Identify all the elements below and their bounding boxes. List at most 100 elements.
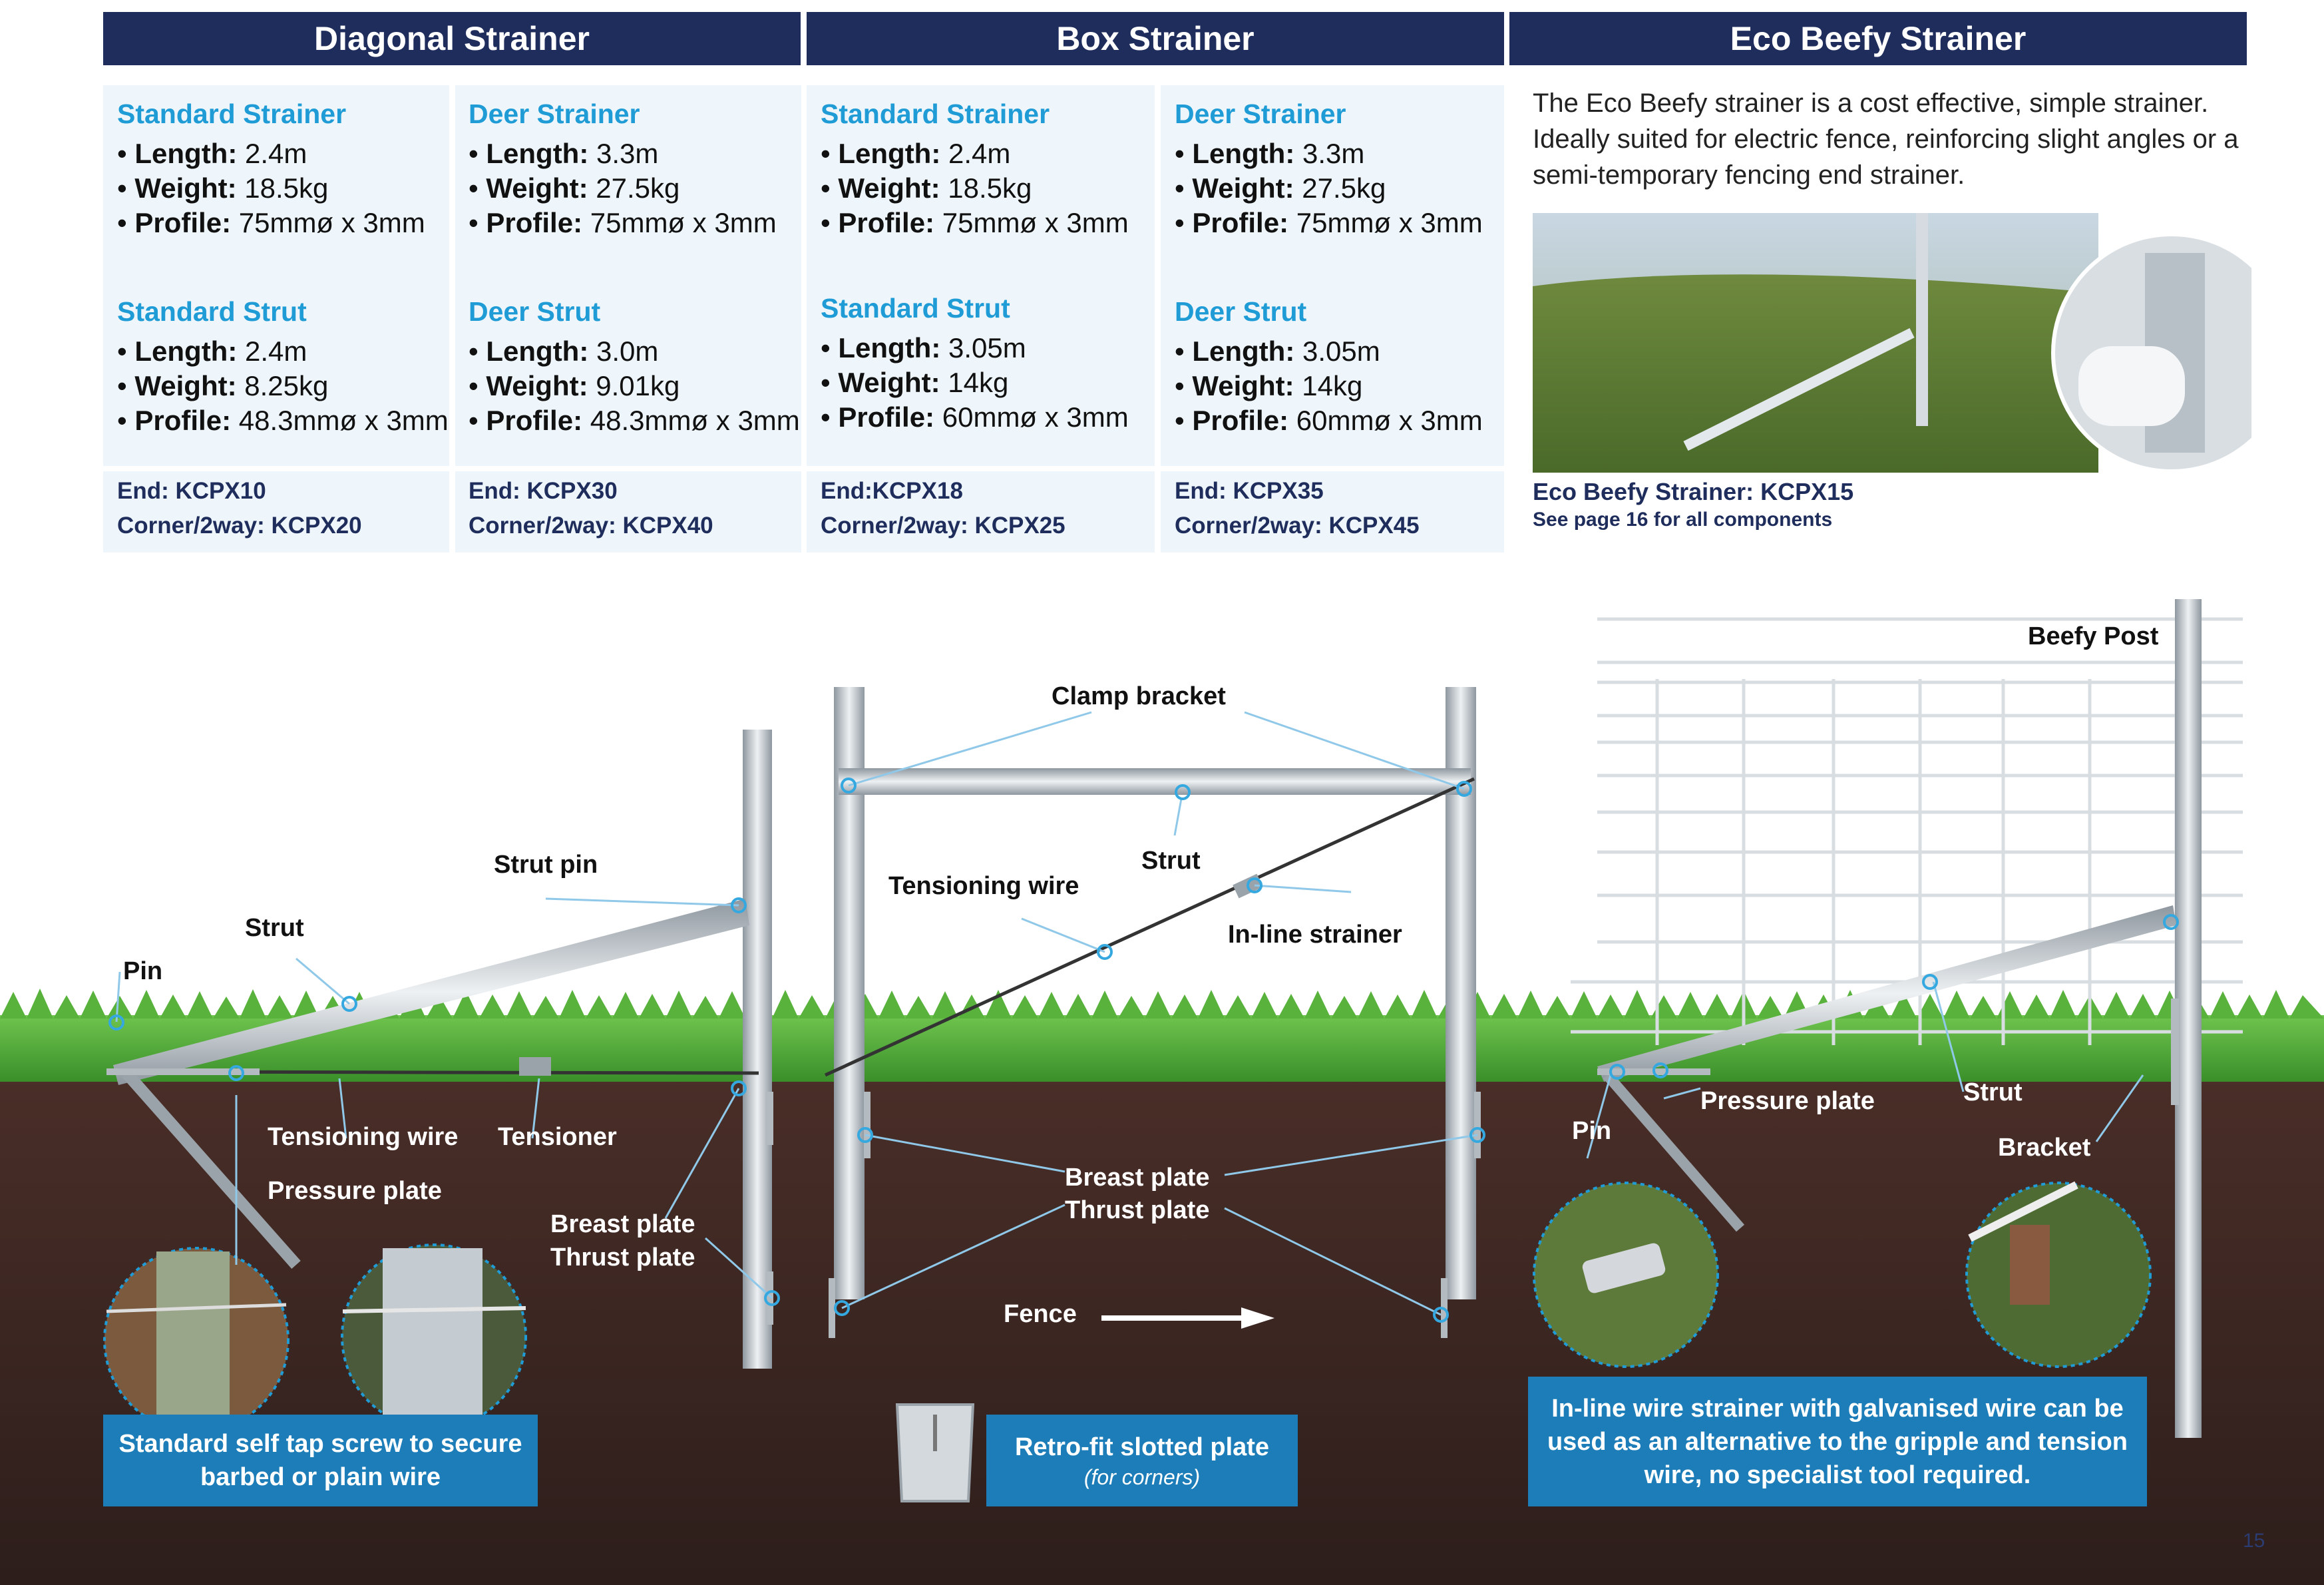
label-inline-strainer: In-line strainer — [1228, 921, 1402, 949]
diag-deer-strainer-spec: Deer Strainer Length: 3.3m Weight: 27.5k… — [469, 97, 777, 240]
spec-weight: Weight: 18.5kg — [821, 171, 1129, 206]
spec-weight: Weight: 18.5kg — [117, 171, 425, 206]
beefy-post — [2175, 599, 2202, 1438]
spec-weight: Weight: 14kg — [821, 365, 1129, 400]
label-clamp-bracket: Clamp bracket — [1052, 682, 1226, 710]
code-end: End: KCPX35 — [1175, 478, 1324, 504]
spec-title: Standard Strut — [821, 293, 1010, 324]
spec-title: Deer Strut — [1175, 296, 1307, 327]
diag-standard-strainer-spec: Standard Strainer Length: 2.4m Weight: 1… — [117, 97, 425, 240]
banner-retrofit-plate: Retro-fit slotted plate (for corners) — [986, 1415, 1298, 1506]
panel-diagonal-deer-codes — [455, 471, 801, 553]
inset-self-tap-screw-2 — [341, 1244, 527, 1430]
banner-inline-text: In-line wire strainer with galvanised wi… — [1547, 1394, 2128, 1489]
diag-pressure-plate — [106, 1068, 260, 1075]
code-end: End:KCPX18 — [821, 478, 963, 504]
fence-arrow-head — [1241, 1307, 1274, 1329]
header-box-strainer: Box Strainer — [807, 12, 1504, 65]
label-breast-plate: Breast plate — [550, 1210, 695, 1238]
label-tensioning-wire: Tensioning wire — [268, 1123, 459, 1151]
inset-inline-strainer-1 — [1533, 1182, 1719, 1368]
banner-retrofit-sub: (for corners) — [1083, 1465, 1201, 1489]
spec-length: Length: 2.4m — [117, 136, 425, 171]
eco-codes: Eco Beefy Strainer: KCPX15 See page 16 f… — [1533, 477, 1853, 533]
spec-length: Length: 3.3m — [1175, 136, 1483, 171]
eco-strut — [1597, 905, 2176, 1082]
diag-thrust-plate — [765, 1271, 773, 1325]
spec-length: Length: 3.3m — [469, 136, 777, 171]
wire-fence-grid — [1571, 617, 2243, 1045]
spec-weight: Weight: 27.5kg — [469, 171, 777, 206]
spec-profile: Profile: 75mmø x 3mm — [1175, 206, 1482, 240]
spec-profile: Profile: 48.3mmø x 3mm — [469, 403, 799, 438]
spec-title: Standard Strainer — [821, 99, 1050, 129]
label-fence: Fence — [1004, 1300, 1077, 1328]
grass — [0, 1015, 2324, 1082]
spec-weight: Weight: 8.25kg — [117, 369, 449, 403]
header-diagonal-strainer: Diagonal Strainer — [103, 12, 801, 65]
label-tensioner: Tensioner — [498, 1123, 617, 1151]
label-eco-pin: Pin — [1572, 1117, 1612, 1145]
leader-points — [108, 778, 2179, 1323]
code-corner: Corner/2way: KCPX25 — [821, 513, 1065, 539]
eco-beefy-photo — [1533, 213, 2251, 473]
label-box-breast-plate: Breast plate — [1065, 1164, 1210, 1192]
box-standard-strainer-spec: Standard Strainer Length: 2.4m Weight: 1… — [821, 97, 1129, 240]
spec-title: Standard Strainer — [117, 99, 347, 129]
box-right-breast-plate — [1474, 1092, 1481, 1158]
leader-lines — [115, 711, 2144, 1316]
spec-profile: Profile: 48.3mmø x 3mm — [117, 403, 448, 438]
box-left-thrust-plate — [829, 1278, 835, 1338]
panel-box-standard-codes — [807, 471, 1155, 553]
diag-tensioner — [519, 1057, 551, 1076]
code-corner: Corner/2way: KCPX40 — [469, 513, 713, 539]
spec-profile: Profile: 75mmø x 3mm — [117, 206, 425, 240]
page-number: 15 — [2243, 1530, 2265, 1552]
box-left-breast-plate — [864, 1092, 871, 1158]
spec-length: Length: 3.05m — [821, 331, 1129, 365]
box-deer-codes: End: KCPX35 Corner/2way: KCPX45 — [1175, 474, 1420, 543]
eco-pin — [1603, 1071, 1745, 1232]
label-beefy-post: Beefy Post — [2028, 622, 2159, 650]
code-end: End: KCPX30 — [469, 478, 618, 504]
banner-inline-wire: In-line wire strainer with galvanised wi… — [1528, 1377, 2147, 1506]
box-deer-strainer-spec: Deer Strainer Length: 3.3m Weight: 27.5k… — [1175, 97, 1483, 240]
label-eco-strut: Strut — [1963, 1078, 2023, 1106]
label-eco-pressure-plate: Pressure plate — [1700, 1087, 1875, 1115]
diag-standard-strut-spec: Standard Strut Length: 2.4m Weight: 8.25… — [117, 294, 449, 438]
box-standard-codes: End:KCPX18 Corner/2way: KCPX25 — [821, 474, 1065, 543]
box-tensioning-wire — [824, 777, 1475, 1077]
box-standard-strut-spec: Standard Strut Length: 3.05m Weight: 14k… — [821, 291, 1129, 435]
diag-pin — [122, 1069, 301, 1269]
eco-bracket — [2171, 999, 2179, 1105]
photo-strut — [1683, 328, 1915, 451]
spec-length: Length: 2.4m — [117, 334, 449, 369]
spec-title: Deer Strainer — [1175, 99, 1346, 129]
label-strut-pin: Strut pin — [494, 851, 598, 879]
diag-deer-codes: End: KCPX30 Corner/2way: KCPX40 — [469, 474, 713, 543]
label-thrust-plate: Thrust plate — [550, 1244, 695, 1271]
label-pin: Pin — [123, 957, 163, 985]
banner-self-tap-text: Standard self tap screw to secure barbed… — [118, 1430, 522, 1491]
spec-profile: Profile: 60mmø x 3mm — [821, 400, 1128, 435]
inset-self-tap-screw-1 — [103, 1247, 290, 1433]
diag-post — [743, 730, 772, 1369]
diag-deer-strut-spec: Deer Strut Length: 3.0m Weight: 9.01kg P… — [469, 294, 800, 438]
photo-post — [1916, 213, 1928, 426]
diag-breast-plate — [765, 1092, 773, 1145]
code-corner: Corner/2way: KCPX20 — [117, 513, 362, 539]
diag-strut — [113, 899, 749, 1085]
spec-length: Length: 3.0m — [469, 334, 800, 369]
retrofit-plate — [895, 1403, 975, 1502]
photo-inset-pipe — [2078, 346, 2185, 426]
spec-profile: Profile: 75mmø x 3mm — [821, 206, 1128, 240]
eco-code: Eco Beefy Strainer: KCPX15 — [1533, 478, 1854, 505]
panel-box-deer-codes — [1161, 471, 1504, 553]
eco-description: The Eco Beefy strainer is a cost effecti… — [1533, 89, 2239, 190]
label-box-tensioning-wire: Tensioning wire — [888, 872, 1079, 900]
spec-profile: Profile: 60mmø x 3mm — [1175, 403, 1482, 438]
label-box-strut: Strut — [1141, 847, 1201, 875]
header-eco-beefy-strainer: Eco Beefy Strainer — [1509, 12, 2247, 65]
label-box-thrust-plate: Thrust plate — [1065, 1196, 1210, 1224]
spec-weight: Weight: 9.01kg — [469, 369, 800, 403]
